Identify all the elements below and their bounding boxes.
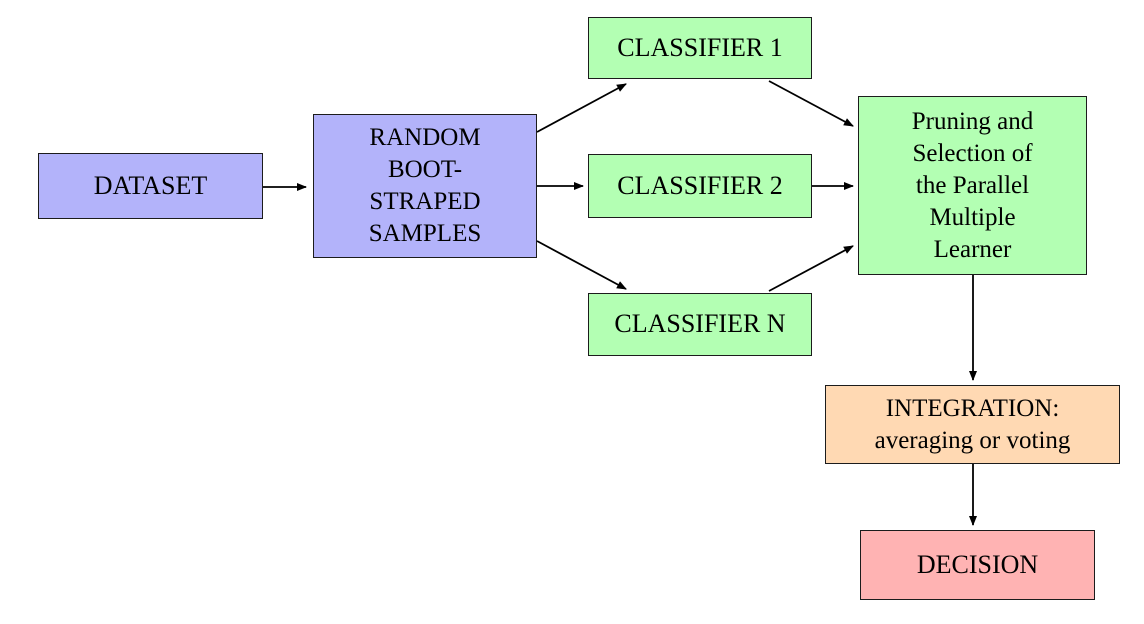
node-classifier-2: CLASSIFIER 2 xyxy=(588,154,812,218)
node-classifier-1: CLASSIFIER 1 xyxy=(588,17,812,79)
arrow-samples-to-classifier1 xyxy=(536,83,627,133)
node-pruning-and-selection: Pruning and Selection of the Parallel Mu… xyxy=(858,96,1087,275)
arrow-samples-to-classifier-n xyxy=(536,240,627,290)
node-dataset: DATASET xyxy=(38,153,263,219)
node-decision: DECISION xyxy=(860,530,1095,600)
arrow-classifier1-to-pruning xyxy=(768,80,854,127)
node-integration: INTEGRATION: averaging or voting xyxy=(825,385,1120,464)
arrow-classifier-n-to-pruning xyxy=(768,245,854,292)
node-classifier-n: CLASSIFIER N xyxy=(588,293,812,356)
node-random-bootstraped-samples: RANDOM BOOT- STRAPED SAMPLES xyxy=(313,114,537,258)
